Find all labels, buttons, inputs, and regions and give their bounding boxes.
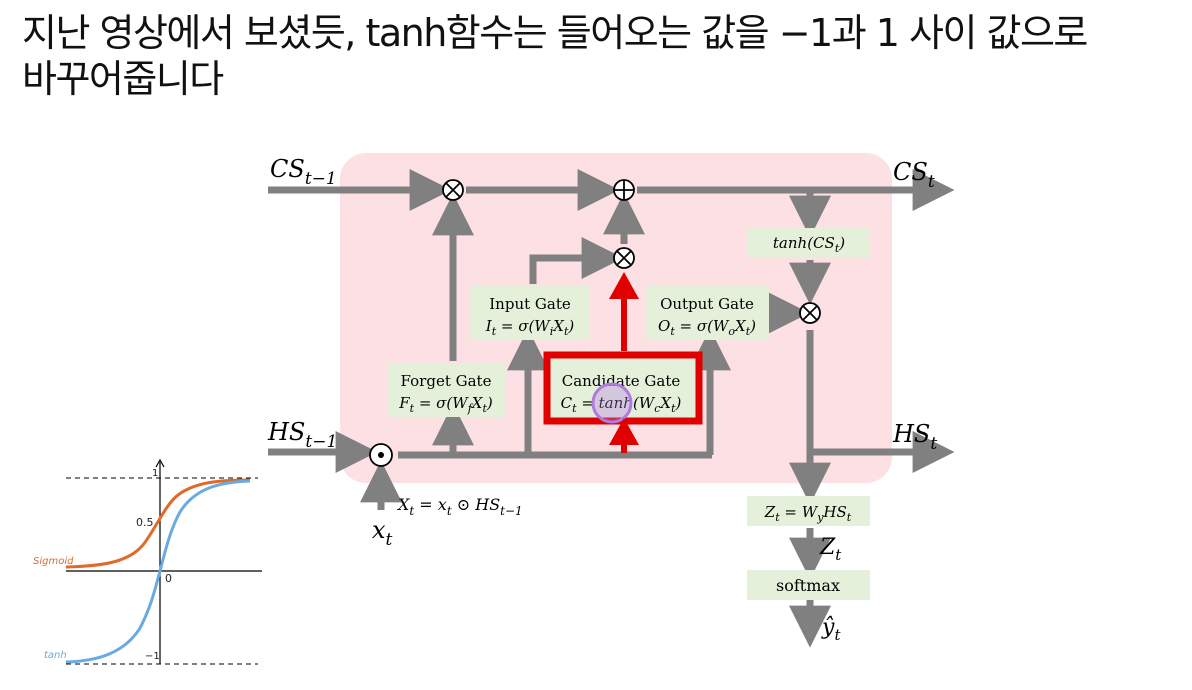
x-equation: Xt = xt ⊙ HSt−1 <box>396 495 523 518</box>
tanh-marker <box>591 382 633 424</box>
activation-plot: 1 0.5 0 −1 Sigmoid tanh <box>33 458 262 665</box>
softmax-box: softmax <box>747 570 870 600</box>
tanh-cs-box: tanh(CSt) <box>748 228 870 258</box>
hs-next-label: HSt <box>892 420 937 454</box>
tanh-cs-formula: tanh(CSt) <box>773 234 845 255</box>
mult-op-forget <box>442 179 464 201</box>
caption: 지난 영상에서 보셨듯, tanh함수는 들어오는 값을 −1과 1 사이 값으… <box>22 10 1182 102</box>
caption-line-2: 바꾸어줍니다 <box>22 57 224 101</box>
tanh-curve <box>65 479 251 664</box>
softmax-label: softmax <box>776 576 840 595</box>
cs-next-label: CSt <box>893 158 935 192</box>
flow-arrows <box>268 169 955 648</box>
sigmoid-curve <box>65 478 251 569</box>
y-axis-arrow <box>155 458 165 468</box>
tick-neg-one: −1 <box>145 651 160 662</box>
input-gate: Input Gate It = σ(WiXt) <box>470 286 590 340</box>
z-output-label: Zt <box>819 535 842 564</box>
z-box: Zt = WyHSt <box>747 496 870 526</box>
candidate-gate-formula: Ct = tanh(WcXt) <box>561 394 682 415</box>
tick-zero: 0 <box>165 572 172 585</box>
candidate-gate-title: Candidate Gate <box>562 372 681 390</box>
cs-prev-label: CSt−1 <box>270 155 337 189</box>
sigmoid-legend: Sigmoid <box>33 556 74 567</box>
forget-gate-title: Forget Gate <box>401 372 492 390</box>
forget-gate: Forget Gate Ft = σ(WfXt) <box>387 363 505 417</box>
y-output-label: ŷt <box>821 615 841 644</box>
z-formula: Zt = WyHSt <box>764 503 852 524</box>
x-input-label: xt <box>372 516 393 550</box>
mult-op-input <box>613 247 635 269</box>
mult-op-output <box>799 302 821 324</box>
input-gate-formula: It = σ(WiXt) <box>485 317 575 338</box>
output-gate: Output Gate Ot = σ(WoXt) <box>645 286 769 340</box>
output-gate-title: Output Gate <box>660 295 754 313</box>
elementwise-op <box>369 443 393 467</box>
input-gate-title: Input Gate <box>489 295 571 313</box>
candidate-gate: Candidate Gate Ct = tanh(WcXt) <box>543 351 703 425</box>
caption-line-1: 지난 영상에서 보셨듯, tanh함수는 들어오는 값을 −1과 1 사이 값으… <box>22 11 1088 55</box>
tick-half: 0.5 <box>136 516 154 529</box>
add-op-cell <box>613 179 635 201</box>
output-gate-formula: Ot = σ(WoXt) <box>658 317 756 338</box>
hs-prev-label: HSt−1 <box>267 418 337 452</box>
tanh-legend: tanh <box>44 650 67 661</box>
tick-one: 1 <box>152 468 158 479</box>
